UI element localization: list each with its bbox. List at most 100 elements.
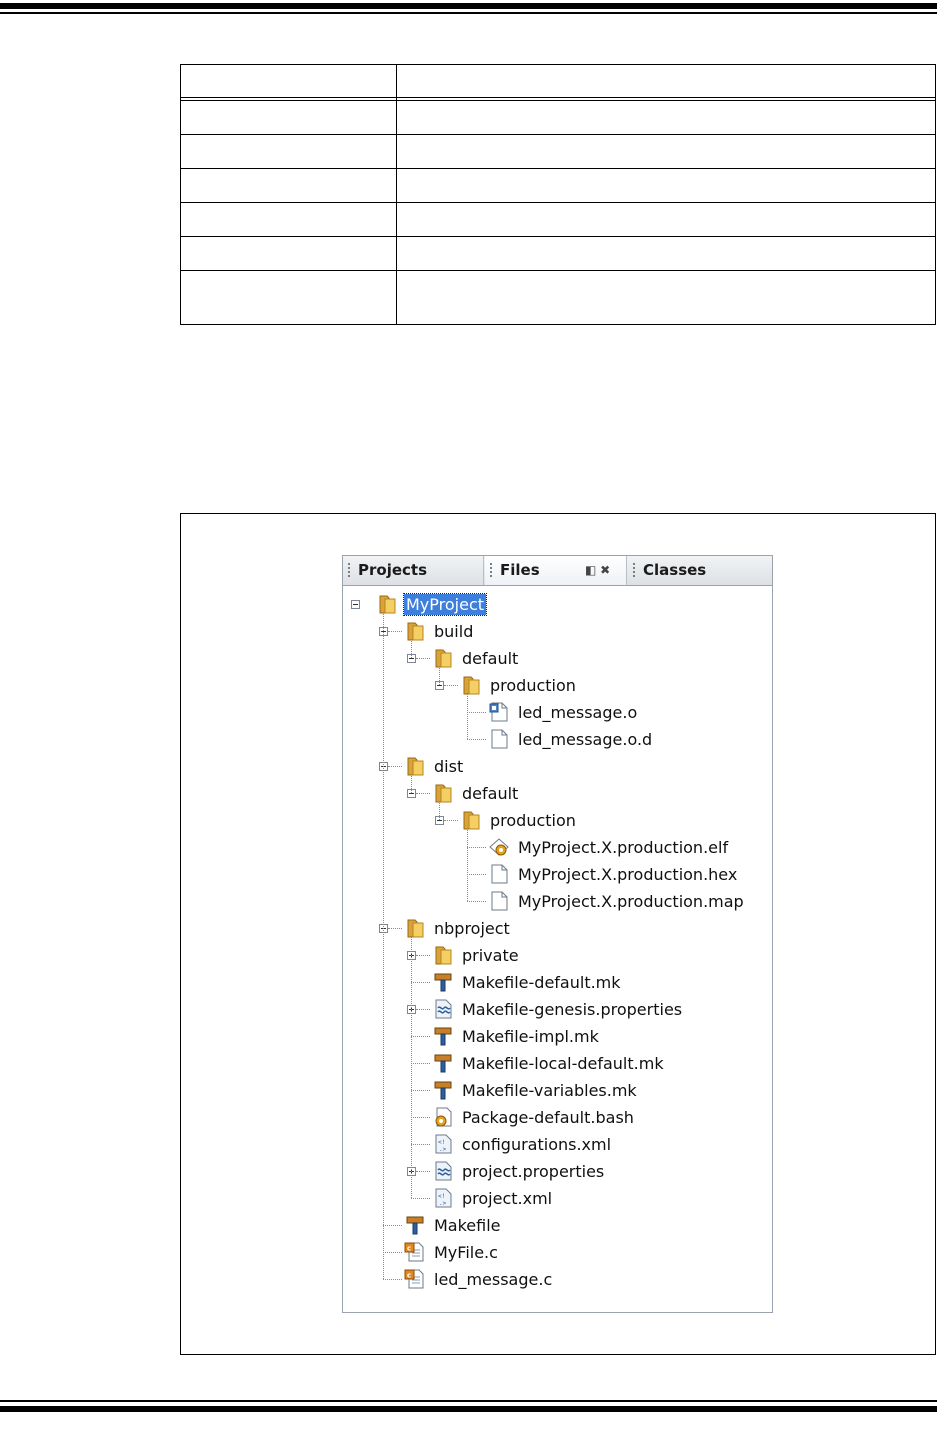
grip-icon xyxy=(348,563,350,579)
tree-node-label: MyProject.X.production.elf xyxy=(518,837,729,857)
tree-node[interactable]: Makefile-local-default.mk xyxy=(432,1051,666,1075)
tree-connector xyxy=(411,1090,430,1091)
svg-text:<!: <! xyxy=(438,1193,445,1200)
tree-node-label: default xyxy=(462,783,519,803)
tree-node[interactable]: led_message.o xyxy=(488,700,639,724)
file-icon xyxy=(488,863,510,885)
tree-node[interactable]: MyProject xyxy=(376,592,488,616)
tree-connector xyxy=(388,928,402,929)
table-header-rule xyxy=(181,97,935,98)
tree-node[interactable]: Makefile xyxy=(404,1213,503,1237)
tree-node-label: project.xml xyxy=(462,1188,553,1208)
tree-connector xyxy=(411,982,430,983)
tab-files[interactable]: Files ◧ ✖ xyxy=(485,556,627,585)
tree-connector xyxy=(467,874,486,875)
tree-node[interactable]: Makefile-default.mk xyxy=(432,970,623,994)
folder-icon xyxy=(460,674,482,696)
svg-text:.>: .> xyxy=(439,1200,447,1207)
tree-node-label: MyProject xyxy=(402,592,488,616)
tree-node-label: MyFile.c xyxy=(434,1242,498,1262)
tree-node[interactable]: build xyxy=(404,619,475,643)
properties-icon xyxy=(432,998,454,1020)
tree-connector xyxy=(411,936,412,1198)
folder-icon xyxy=(432,647,454,669)
tree-node[interactable]: Makefile-impl.mk xyxy=(432,1024,601,1048)
folder-icon xyxy=(404,620,426,642)
tree-node[interactable]: Makefile-genesis.properties xyxy=(432,997,684,1021)
tree-node-label: default xyxy=(462,648,519,668)
file-tree: MyProject build default production led_messa… xyxy=(343,586,772,1312)
hammer-icon xyxy=(432,1025,454,1047)
xml-file-icon: <!.> xyxy=(432,1133,454,1155)
tree-node[interactable]: default xyxy=(432,781,520,805)
tree-node[interactable]: production xyxy=(460,808,578,832)
tree-node-label: Makefile xyxy=(434,1215,501,1235)
svg-text:<!: <! xyxy=(438,1139,445,1146)
tree-connector xyxy=(467,712,486,713)
tree-connector xyxy=(388,766,402,767)
tree-connector xyxy=(467,901,486,902)
tree-node-label: production xyxy=(490,810,576,830)
tree-connector xyxy=(411,639,412,658)
xml-file-icon: <!.> xyxy=(432,1187,454,1209)
svg-text:c: c xyxy=(407,1272,411,1280)
tree-node[interactable]: Makefile-variables.mk xyxy=(432,1078,639,1102)
tree-node[interactable]: nbproject xyxy=(404,916,512,940)
tree-connector xyxy=(416,793,430,794)
tree-node-label: Makefile-genesis.properties xyxy=(462,999,683,1019)
tree-node-label: production xyxy=(490,675,576,695)
tab-label: Classes xyxy=(643,561,707,579)
tab-projects[interactable]: Projects xyxy=(343,556,484,585)
svg-text:.>: .> xyxy=(439,1146,447,1153)
empty-table xyxy=(180,64,936,325)
tree-connector xyxy=(411,1117,430,1118)
c-source-icon: c xyxy=(404,1241,426,1263)
tree-connector xyxy=(411,1036,430,1037)
tree-node[interactable]: c MyFile.c xyxy=(404,1240,500,1264)
tab-classes[interactable]: Classes xyxy=(628,556,772,585)
tree-connector xyxy=(383,1279,402,1280)
tree-connector xyxy=(444,820,458,821)
tree-node[interactable]: Package-default.bash xyxy=(432,1105,636,1129)
c-source-icon: c xyxy=(404,1268,426,1290)
tree-connector xyxy=(411,1144,430,1145)
tree-connector xyxy=(439,666,440,685)
grip-icon xyxy=(633,563,635,579)
figure-frame xyxy=(180,513,936,1355)
tree-node-label: MyProject.X.production.map xyxy=(518,891,744,911)
folder-icon xyxy=(432,782,454,804)
tree-node[interactable]: private xyxy=(432,943,521,967)
table-header-rule xyxy=(181,100,935,101)
table-row-rule xyxy=(181,236,935,237)
tree-connector xyxy=(439,801,440,820)
tree-connector xyxy=(467,693,468,739)
minimize-close-icons[interactable]: ◧ ✖ xyxy=(585,563,611,577)
header-rule-thin xyxy=(0,12,937,14)
tree-node[interactable]: default xyxy=(432,646,520,670)
tree-node[interactable]: MyProject.X.production.elf xyxy=(488,835,730,859)
tree-node[interactable]: <!.> project.xml xyxy=(432,1186,554,1210)
tree-node-label: configurations.xml xyxy=(462,1134,612,1154)
tree-node[interactable]: dist xyxy=(404,754,465,778)
properties-icon xyxy=(432,1160,454,1182)
tree-node-label: Makefile-impl.mk xyxy=(462,1026,599,1046)
tree-node[interactable]: MyProject.X.production.hex xyxy=(488,862,739,886)
script-gear-icon xyxy=(432,1106,454,1128)
collapse-icon[interactable] xyxy=(351,600,360,609)
tree-node[interactable]: <!.> configurations.xml xyxy=(432,1132,613,1156)
hammer-icon xyxy=(432,971,454,993)
tree-node[interactable]: production xyxy=(460,673,578,697)
folder-icon xyxy=(404,917,426,939)
footer-rule-thick xyxy=(0,1406,937,1412)
hammer-icon xyxy=(432,1079,454,1101)
table-row-rule xyxy=(181,168,935,169)
tree-node[interactable]: project.properties xyxy=(432,1159,606,1183)
tree-node[interactable]: led_message.o.d xyxy=(488,727,654,751)
tree-node[interactable]: MyProject.X.production.map xyxy=(488,889,746,913)
grip-icon xyxy=(490,563,492,579)
table-column-divider xyxy=(396,65,397,324)
elf-gear-icon xyxy=(488,836,510,858)
hammer-icon xyxy=(432,1052,454,1074)
tree-node-label: dist xyxy=(434,756,464,776)
